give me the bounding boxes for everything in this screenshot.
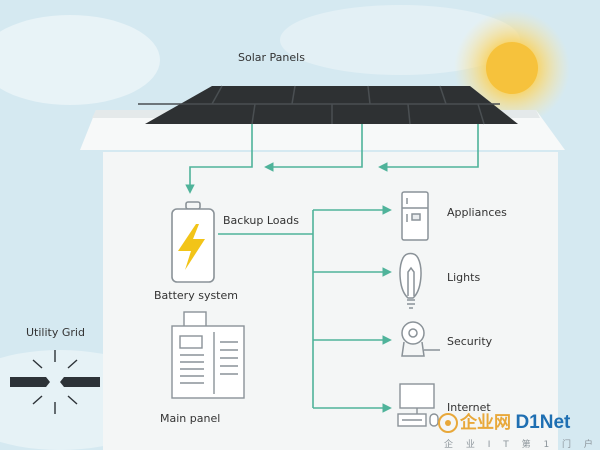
watermark-tagline: 企 业 I T 第 1 门 户 — [444, 440, 598, 450]
utility-grid-wire — [10, 377, 100, 387]
house-wall — [103, 152, 558, 450]
computer-icon — [397, 383, 439, 427]
fridge-icon — [401, 191, 429, 241]
main-panel-label: Main panel — [160, 412, 221, 425]
power-outage-spark — [32, 350, 78, 414]
appliances-label: Appliances — [447, 206, 507, 219]
lightbulb-icon — [399, 252, 422, 309]
internet-label: Internet — [447, 401, 491, 414]
solar-panels-icon — [138, 85, 518, 125]
lights-label: Lights — [447, 271, 481, 284]
backup-loads-label: Backup Loads — [223, 214, 299, 227]
security-label: Security — [447, 335, 493, 348]
solar-panels-label: Solar Panels — [238, 51, 305, 64]
power-flow-lines — [185, 124, 479, 413]
cloud — [0, 15, 160, 105]
sun-icon — [486, 42, 538, 94]
battery-system-label: Battery system — [154, 289, 238, 302]
watermark: 企业网 D1Net — [460, 408, 570, 434]
watermark-logo-icon — [438, 413, 458, 433]
main-panel-icon — [171, 311, 245, 399]
watermark-brand-en: D1Net — [515, 412, 571, 433]
battery-icon — [171, 201, 215, 283]
watermark-brand-cn: 企业网 — [460, 413, 511, 433]
security-camera-icon — [401, 321, 440, 357]
utility-grid-label: Utility Grid — [26, 326, 85, 339]
